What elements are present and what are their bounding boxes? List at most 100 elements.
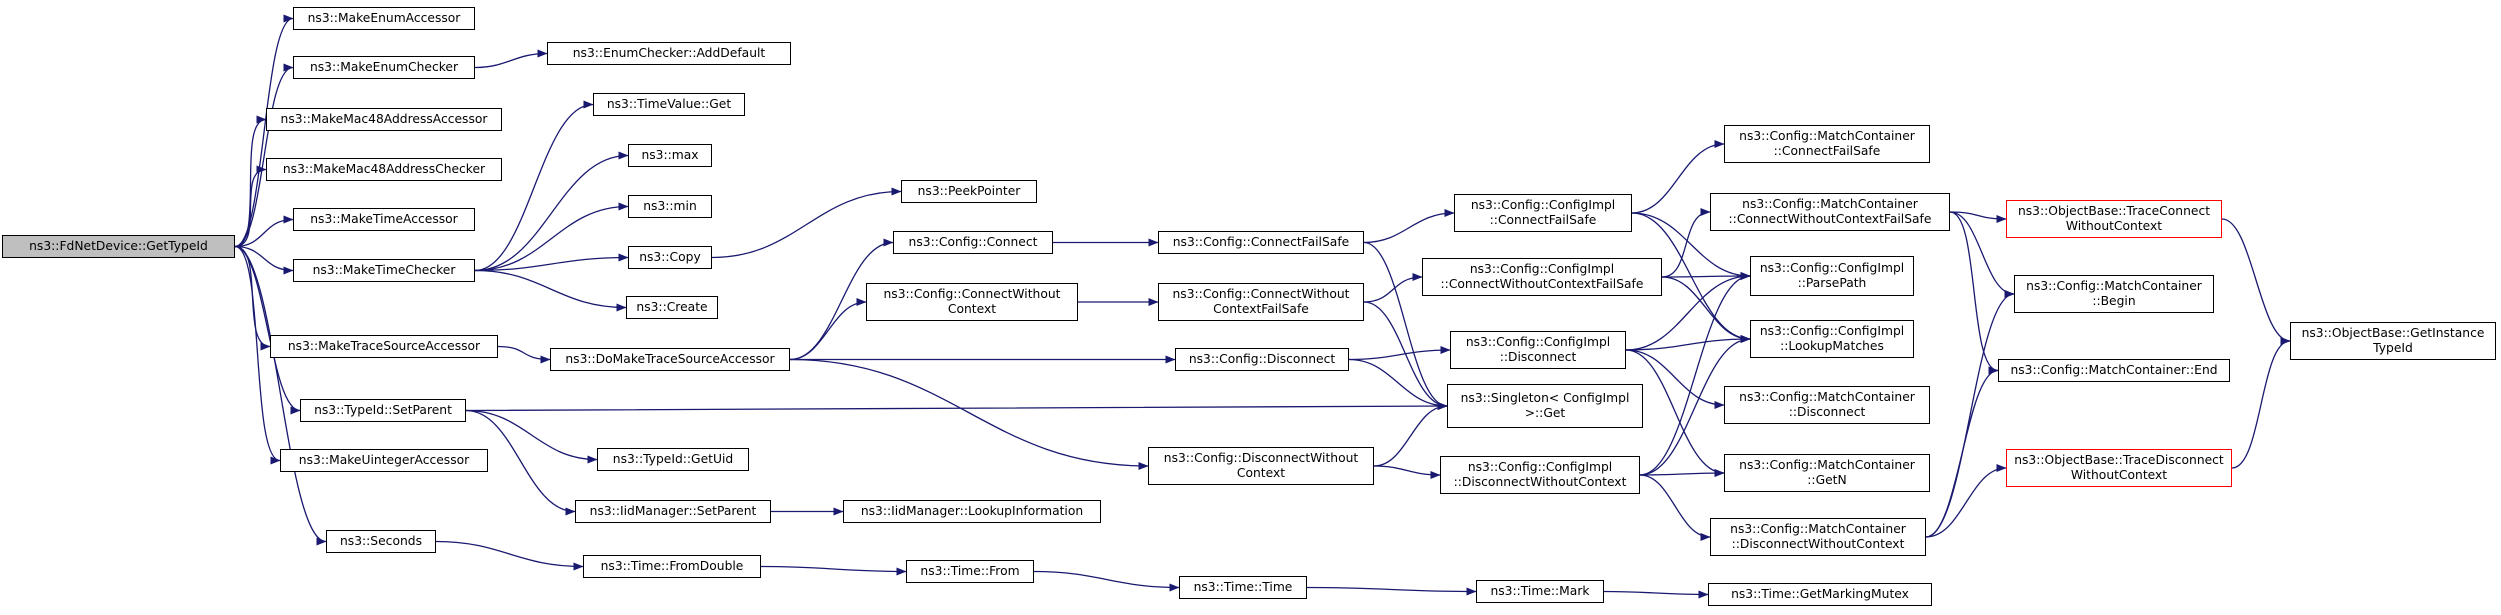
node-time-value-get[interactable]: ns3::TimeValue::Get xyxy=(593,93,745,116)
node-mc-connect-without-context-fail-safe[interactable]: ns3::Config::MatchContainer ::ConnectWit… xyxy=(1710,193,1950,231)
node-ob-trace-disconnect-without-context[interactable]: ns3::ObjectBase::TraceDisconnect Without… xyxy=(2006,449,2232,487)
node-root[interactable]: ns3::FdNetDevice::GetTypeId xyxy=(2,235,235,258)
call-edge-root-to-make_uinteger_accessor xyxy=(234,245,281,465)
node-impl-lookup-matches[interactable]: ns3::Config::ConfigImpl ::LookupMatches xyxy=(1750,320,1914,358)
node-impl-connect-without-context-fail-safe[interactable]: ns3::Config::ConfigImpl ::ConnectWithout… xyxy=(1422,258,1662,296)
call-edge-root-to-make_time_checker xyxy=(234,245,294,275)
node-make-uinteger-accessor[interactable]: ns3::MakeUintegerAccessor xyxy=(280,449,488,472)
node-mc-begin[interactable]: ns3::Config::MatchContainer ::Begin xyxy=(2014,275,2214,313)
call-edge-root-to-make_enum_checker xyxy=(234,63,294,248)
node-config-connect[interactable]: ns3::Config::Connect xyxy=(893,231,1053,254)
node-ob-get-instance-type-id[interactable]: ns3::ObjectBase::GetInstance TypeId xyxy=(2290,322,2496,360)
node-mc-get-n[interactable]: ns3::Config::MatchContainer ::GetN xyxy=(1724,454,1930,492)
call-edge-make_trace_source_accessor-to-do_make_trace_source_accessor xyxy=(497,345,551,364)
node-label: ns3::Seconds xyxy=(340,534,422,548)
node-label: ns3::Time::GetMarkingMutex xyxy=(1731,587,1909,601)
node-iid-manager-lookup-information[interactable]: ns3::IidManager::LookupInformation xyxy=(843,500,1101,523)
node-label: ns3::TimeValue::Get xyxy=(606,97,732,111)
call-edge-root-to-make_mac48_checker xyxy=(234,165,267,248)
node-min[interactable]: ns3::min xyxy=(628,195,712,218)
node-make-enum-accessor[interactable]: ns3::MakeEnumAccessor xyxy=(293,7,475,30)
node-impl-parse-path[interactable]: ns3::Config::ConfigImpl ::ParsePath xyxy=(1750,256,1914,296)
node-copy[interactable]: ns3::Copy xyxy=(628,246,712,269)
call-edge-root-to-typeid_set_parent xyxy=(234,245,301,415)
node-config-connect-without-context[interactable]: ns3::Config::ConnectWithout Context xyxy=(866,283,1078,321)
node-label: ns3::MakeUintegerAccessor xyxy=(298,453,470,467)
node-make-time-accessor[interactable]: ns3::MakeTimeAccessor xyxy=(293,208,475,231)
call-edge-impl_connect_without_context_fail_safe-to-mc_connect_without_context_fail_safe xyxy=(1661,208,1711,278)
node-singleton-get[interactable]: ns3::Singleton< ConfigImpl >::Get xyxy=(1447,384,1643,428)
call-edge-make_time_checker-to-min xyxy=(474,202,629,272)
node-make-trace-source-accessor[interactable]: ns3::MakeTraceSourceAccessor xyxy=(270,335,498,358)
node-label: ns3::Config::Connect xyxy=(908,235,1038,249)
node-mc-end[interactable]: ns3::Config::MatchContainer::End xyxy=(1998,359,2230,382)
call-edge-ob_trace_disconnect_without_context-to-ob_get_instance_type_id xyxy=(2231,337,2291,469)
node-config-disconnect-without-context[interactable]: ns3::Config::DisconnectWithout Context xyxy=(1148,447,1374,485)
node-label: ns3::ObjectBase::GetInstance TypeId xyxy=(2301,326,2485,355)
call-edge-ob_trace_connect_without_context-to-ob_get_instance_type_id xyxy=(2221,218,2291,345)
node-ob-trace-connect-without-context[interactable]: ns3::ObjectBase::TraceConnect WithoutCon… xyxy=(2006,200,2222,238)
node-time-time[interactable]: ns3::Time::Time xyxy=(1179,576,1307,599)
call-edge-root-to-make_mac48_accessor xyxy=(234,115,267,248)
node-label: ns3::FdNetDevice::GetTypeId xyxy=(29,239,208,253)
node-make-time-checker[interactable]: ns3::MakeTimeChecker xyxy=(293,259,475,282)
call-edge-make_time_checker-to-time_value_get xyxy=(474,100,594,272)
node-label: ns3::Config::ConnectWithout Context xyxy=(883,287,1061,316)
node-time-get-marking-mutex[interactable]: ns3::Time::GetMarkingMutex xyxy=(1708,583,1932,606)
node-impl-disconnect-without-context[interactable]: ns3::Config::ConfigImpl ::DisconnectWith… xyxy=(1440,456,1640,494)
node-mc-disconnect[interactable]: ns3::Config::MatchContainer ::Disconnect xyxy=(1724,386,1930,424)
node-label: ns3::Config::MatchContainer ::ConnectWit… xyxy=(1728,197,1932,226)
node-mc-disconnect-without-context[interactable]: ns3::Config::MatchContainer ::Disconnect… xyxy=(1710,518,1926,556)
node-label: ns3::Config::MatchContainer ::GetN xyxy=(1739,458,1915,487)
node-label: ns3::Config::ConfigImpl ::ParsePath xyxy=(1759,261,1905,290)
node-impl-disconnect[interactable]: ns3::Config::ConfigImpl ::Disconnect xyxy=(1450,331,1626,369)
call-edge-root-to-make_time_accessor xyxy=(234,215,294,248)
node-label: ns3::Config::ConnectWithout ContextFailS… xyxy=(1172,287,1350,316)
node-label: ns3::PeekPointer xyxy=(917,184,1021,198)
node-label: ns3::Create xyxy=(636,300,708,314)
node-label: ns3::Time::Mark xyxy=(1490,584,1590,598)
node-typeid-get-uid[interactable]: ns3::TypeId::GetUid xyxy=(597,448,749,471)
node-make-enum-checker[interactable]: ns3::MakeEnumChecker xyxy=(293,56,475,79)
node-enum-checker-add-default[interactable]: ns3::EnumChecker::AddDefault xyxy=(547,42,791,65)
node-label: ns3::MakeEnumAccessor xyxy=(307,11,461,25)
node-peek-pointer[interactable]: ns3::PeekPointer xyxy=(901,180,1037,203)
call-edge-typeid_set_parent-to-singleton_get xyxy=(465,402,1448,412)
node-iid-manager-set-parent[interactable]: ns3::IidManager::SetParent xyxy=(575,500,771,523)
node-config-connect-fail-safe[interactable]: ns3::Config::ConnectFailSafe xyxy=(1158,231,1364,254)
node-config-disconnect[interactable]: ns3::Config::Disconnect xyxy=(1175,348,1349,371)
call-edge-impl_disconnect-to-impl_lookup_matches xyxy=(1625,335,1751,351)
node-label: ns3::MakeTimeChecker xyxy=(312,263,456,277)
node-label: ns3::Config::ConnectFailSafe xyxy=(1172,235,1350,249)
call-edge-config_connect_fail_safe-to-impl_connect_fail_safe xyxy=(1363,209,1455,244)
node-mc-connect-fail-safe[interactable]: ns3::Config::MatchContainer ::ConnectFai… xyxy=(1724,125,1930,163)
node-impl-connect-fail-safe[interactable]: ns3::Config::ConfigImpl ::ConnectFailSaf… xyxy=(1454,194,1632,232)
node-label: ns3::Config::ConfigImpl ::DisconnectWith… xyxy=(1453,460,1627,489)
node-max[interactable]: ns3::max xyxy=(628,144,712,167)
node-time-from-double[interactable]: ns3::Time::FromDouble xyxy=(583,555,761,578)
node-label: ns3::Time::FromDouble xyxy=(600,559,744,573)
call-edge-do_make_trace_source_accessor-to-config_disconnect_without_context xyxy=(789,358,1149,470)
node-do-make-trace-source-accessor[interactable]: ns3::DoMakeTraceSourceAccessor xyxy=(550,348,790,371)
node-label: ns3::Config::ConfigImpl ::ConnectWithout… xyxy=(1440,262,1644,291)
call-edge-make_time_checker-to-copy xyxy=(474,253,629,272)
call-edge-impl_connect_fail_safe-to-impl_parse_path xyxy=(1631,212,1751,280)
call-edge-impl_connect_fail_safe-to-mc_connect_fail_safe xyxy=(1631,140,1725,214)
node-label: ns3::Config::ConfigImpl ::ConnectFailSaf… xyxy=(1470,198,1616,227)
call-edge-root-to-make_enum_accessor xyxy=(234,14,294,248)
call-edge-config_disconnect-to-impl_disconnect xyxy=(1348,346,1451,361)
node-seconds[interactable]: ns3::Seconds xyxy=(326,530,436,553)
node-label: ns3::Config::MatchContainer::End xyxy=(2010,363,2218,377)
node-make-mac48-accessor[interactable]: ns3::MakeMac48AddressAccessor xyxy=(266,108,502,131)
node-create[interactable]: ns3::Create xyxy=(626,296,718,319)
node-config-connect-without-context-fail-safe[interactable]: ns3::Config::ConnectWithout ContextFailS… xyxy=(1158,283,1364,321)
node-make-mac48-checker[interactable]: ns3::MakeMac48AddressChecker xyxy=(266,158,502,181)
call-edge-impl_disconnect-to-mc_disconnect xyxy=(1625,349,1725,409)
node-label: ns3::DoMakeTraceSourceAccessor xyxy=(565,352,775,366)
call-edge-impl_disconnect_without_context-to-mc_get_n xyxy=(1639,469,1725,478)
node-time-from[interactable]: ns3::Time::From xyxy=(906,560,1034,583)
call-edge-time_mark-to-time_get_marking_mutex xyxy=(1603,590,1709,599)
node-typeid-set-parent[interactable]: ns3::TypeId::SetParent xyxy=(300,399,466,422)
node-time-mark[interactable]: ns3::Time::Mark xyxy=(1476,580,1604,603)
